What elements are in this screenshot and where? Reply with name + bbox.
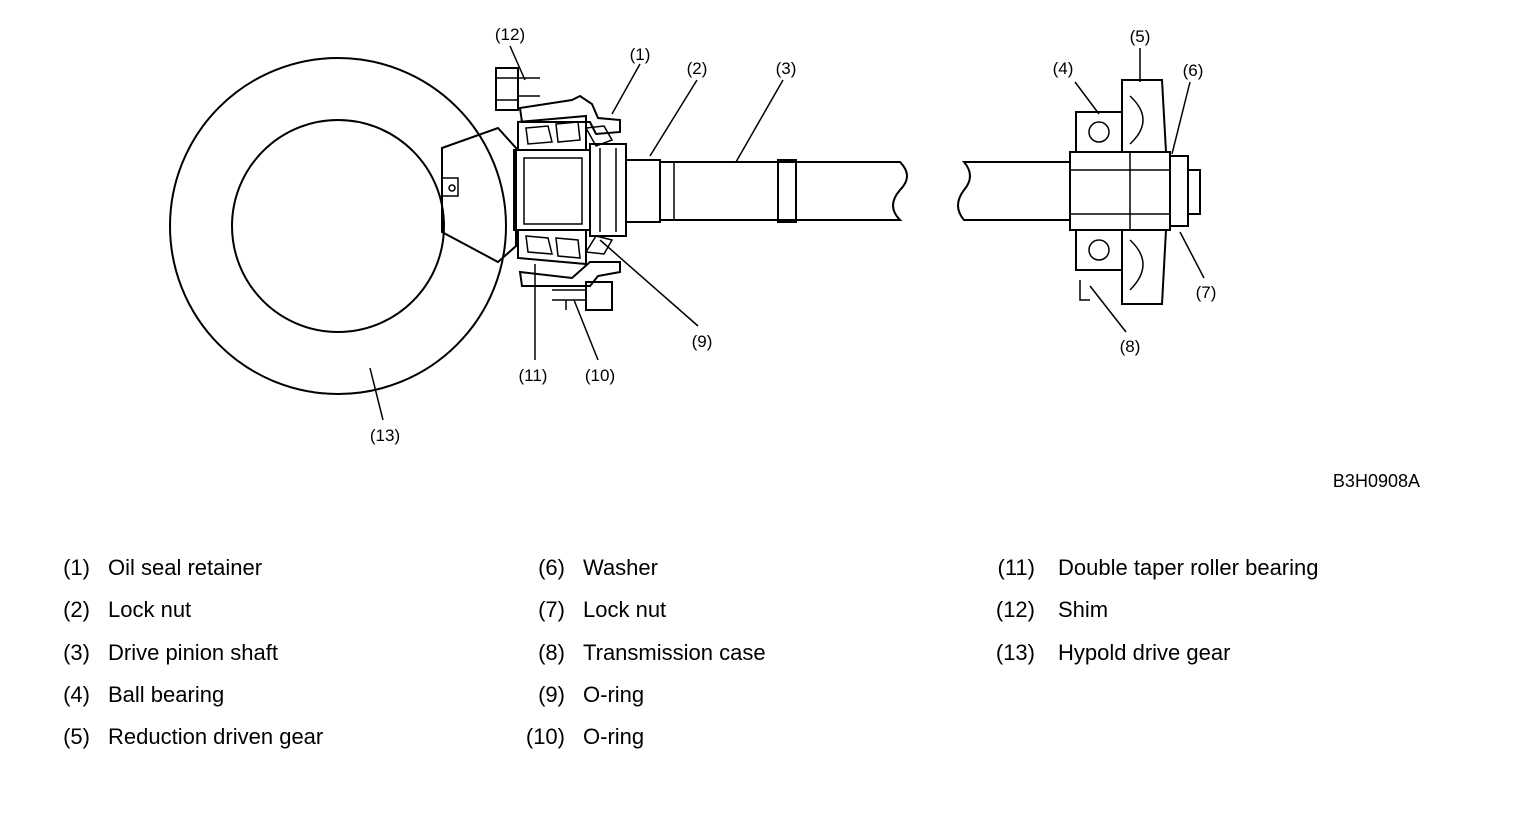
callout-10: (10) bbox=[585, 366, 615, 385]
legend-number: (4) bbox=[63, 682, 90, 707]
legend-label: Oil seal retainer bbox=[108, 555, 263, 580]
callout-9: (9) bbox=[692, 332, 713, 351]
legend-number: (1) bbox=[63, 555, 90, 580]
callout-13: (13) bbox=[370, 426, 400, 445]
legend-item: (8) bbox=[480, 639, 565, 667]
legend-item: (3) bbox=[0, 639, 90, 667]
transmission-case-fragment bbox=[1079, 280, 1090, 301]
ball-bearing bbox=[1075, 111, 1123, 271]
legend-number: (2) bbox=[63, 597, 90, 622]
legend-item: (13) bbox=[940, 639, 1035, 667]
oil-seal-retainer bbox=[518, 94, 621, 287]
legend-number: (10) bbox=[525, 724, 565, 749]
callout-7: (7) bbox=[1196, 283, 1217, 302]
legend-item: (7) bbox=[480, 596, 565, 624]
callout-11: (11) bbox=[519, 366, 548, 385]
callout-8: (8) bbox=[1120, 337, 1141, 356]
legend-number: (6) bbox=[538, 555, 565, 580]
callout-4: (4) bbox=[1053, 59, 1074, 78]
legend-label: Lock nut bbox=[583, 597, 667, 622]
legend-number: (11) bbox=[997, 555, 1036, 580]
callout-6: (6) bbox=[1183, 61, 1204, 80]
legend-number: (5) bbox=[63, 724, 90, 749]
legend-item: (2) bbox=[0, 596, 90, 624]
callout-5: (5) bbox=[1130, 27, 1151, 46]
legend-number: (13) bbox=[995, 640, 1035, 665]
legend-label: Washer bbox=[583, 555, 658, 580]
leader-lines bbox=[369, 45, 1205, 421]
legend-label: Reduction driven gear bbox=[108, 724, 324, 749]
legend-item: (12) bbox=[940, 596, 1035, 624]
legend-item: (6) bbox=[480, 554, 565, 582]
callout-labels: (1) (2) (3) (4) (5) (6) (7) (8) (9) (10)… bbox=[370, 25, 1217, 445]
figure-code: B3H0908A bbox=[1333, 471, 1420, 491]
double-taper-roller-bearing bbox=[513, 114, 591, 266]
legend-label: Ball bearing bbox=[108, 682, 225, 707]
legend-item: (5) bbox=[0, 723, 90, 751]
legend-label: Double taper roller bearing bbox=[1058, 555, 1319, 580]
callout-1: (1) bbox=[630, 45, 651, 64]
legend-item: (10) bbox=[480, 723, 565, 751]
legend-number: (7) bbox=[538, 597, 565, 622]
legend-number: (8) bbox=[538, 640, 565, 665]
drive-pinion-shaft bbox=[659, 159, 1071, 223]
legend-label: O-ring bbox=[583, 724, 645, 749]
legend-label: O-ring bbox=[583, 682, 645, 707]
callout-2: (2) bbox=[687, 59, 708, 78]
callout-12: (12) bbox=[495, 25, 525, 44]
pinion-gear-head bbox=[441, 126, 517, 264]
legend-label: Drive pinion shaft bbox=[108, 640, 278, 665]
legend-item: (1) bbox=[0, 554, 90, 582]
rear-shaft-hub bbox=[1069, 151, 1171, 231]
legend-label: Hypold drive gear bbox=[1058, 640, 1231, 665]
legend-item: (4) bbox=[0, 681, 90, 709]
shim-bolt bbox=[495, 67, 540, 111]
rear-lock-nut bbox=[1169, 155, 1201, 227]
o-ring-bolt-lower bbox=[552, 281, 613, 311]
legend-item: (9) bbox=[480, 681, 565, 709]
hypoid-drive-gear bbox=[169, 57, 507, 395]
legend-item: (11) bbox=[940, 554, 1036, 582]
reduction-driven-gear bbox=[1121, 79, 1168, 305]
lock-nut-front bbox=[589, 143, 661, 237]
legend-number: (3) bbox=[63, 640, 90, 665]
legend-label: Shim bbox=[1058, 597, 1109, 622]
legend-label: Transmission case bbox=[583, 640, 766, 665]
legend-number: (12) bbox=[995, 597, 1035, 622]
legend-label: Lock nut bbox=[108, 597, 192, 622]
legend-number: (9) bbox=[538, 682, 565, 707]
callout-3: (3) bbox=[776, 59, 797, 78]
